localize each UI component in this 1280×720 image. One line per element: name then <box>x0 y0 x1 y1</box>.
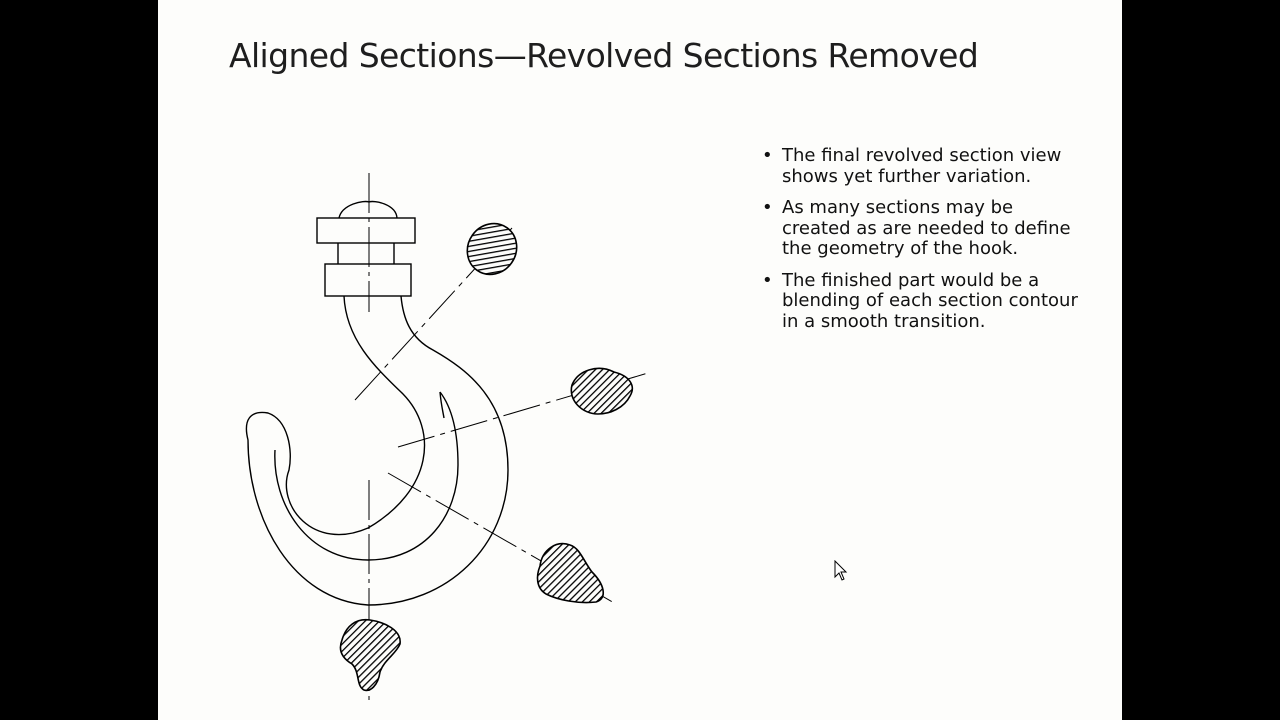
bullet-icon: • <box>762 197 773 218</box>
section-1 <box>466 222 518 276</box>
slide-title: Aligned Sections—Revolved Sections Remov… <box>229 36 979 75</box>
bullet-text: The finished part would be a blending of… <box>782 269 1078 332</box>
section-4 <box>339 618 401 692</box>
section-3 <box>536 543 604 604</box>
bullet-item: • The final revolved section view shows … <box>762 145 1082 187</box>
slide: Aligned Sections—Revolved Sections Remov… <box>158 0 1122 720</box>
bullet-item: • As many sections may be created as are… <box>762 197 1082 260</box>
hook-body <box>245 295 509 606</box>
bullet-text: As many sections may be created as are n… <box>782 197 1071 259</box>
bullet-text: The final revolved section view shows ye… <box>782 145 1062 187</box>
mouse-pointer-icon <box>834 560 848 581</box>
section-2 <box>570 367 634 415</box>
bullet-list: • The final revolved section view shows … <box>762 145 1082 343</box>
bullet-item: • The finished part would be a blending … <box>762 269 1082 333</box>
hook-drawing <box>245 173 649 700</box>
hook-nut <box>316 200 416 297</box>
bullet-icon: • <box>762 269 773 291</box>
bullet-icon: • <box>762 145 773 166</box>
